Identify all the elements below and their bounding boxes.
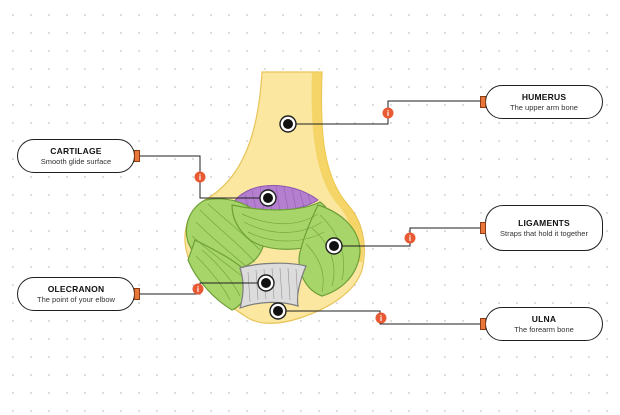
info-icon-olecranon[interactable]: i bbox=[192, 283, 204, 295]
info-icon-humerus[interactable]: i bbox=[382, 107, 394, 119]
label-olecranon-title: OLECRANON bbox=[47, 283, 105, 294]
label-olecranon: OLECRANON The point of your elbow bbox=[17, 277, 135, 311]
label-humerus-subtitle: The upper arm bone bbox=[510, 102, 578, 112]
label-ligaments-subtitle: Straps that hold it together bbox=[500, 228, 588, 238]
label-cartilage-subtitle: Smooth glide surface bbox=[40, 156, 112, 166]
svg-text:i: i bbox=[380, 314, 382, 323]
tab-humerus bbox=[480, 96, 486, 108]
label-olecranon-subtitle: The point of your elbow bbox=[37, 294, 115, 304]
label-cartilage: CARTILAGE Smooth glide surface bbox=[17, 139, 135, 173]
label-cartilage-title: CARTILAGE bbox=[50, 145, 102, 156]
marker-dot-ligaments[interactable] bbox=[325, 237, 343, 255]
tab-cartilage bbox=[134, 150, 140, 162]
label-ulna: ULNA The forearm bone bbox=[485, 307, 603, 341]
marker-dot-cartilage[interactable] bbox=[259, 189, 277, 207]
marker-dot-ulna[interactable] bbox=[269, 302, 287, 320]
info-icon-ligaments[interactable]: i bbox=[404, 232, 416, 244]
label-ligaments-title: LIGAMENTS bbox=[518, 217, 570, 228]
tab-ligaments bbox=[480, 222, 486, 234]
info-icons: i i i i i bbox=[192, 107, 416, 324]
info-icon-cartilage[interactable]: i bbox=[194, 171, 206, 183]
marker-dot-olecranon[interactable] bbox=[257, 274, 275, 292]
ligament-group bbox=[185, 198, 361, 311]
tab-olecranon bbox=[134, 288, 140, 300]
label-ulna-subtitle: The forearm bone bbox=[514, 324, 574, 334]
svg-text:i: i bbox=[199, 173, 201, 182]
label-humerus-title: HUMERUS bbox=[521, 91, 567, 102]
label-ulna-title: ULNA bbox=[531, 313, 557, 324]
svg-text:i: i bbox=[197, 285, 199, 294]
marker-dots bbox=[257, 115, 343, 320]
svg-text:i: i bbox=[387, 109, 389, 118]
marker-dot-humerus[interactable] bbox=[279, 115, 297, 133]
tab-ulna bbox=[480, 318, 486, 330]
label-ligaments: LIGAMENTS Straps that hold it together bbox=[485, 205, 603, 251]
label-humerus: HUMERUS The upper arm bone bbox=[485, 85, 603, 119]
svg-text:i: i bbox=[409, 234, 411, 243]
info-icon-ulna[interactable]: i bbox=[375, 312, 387, 324]
